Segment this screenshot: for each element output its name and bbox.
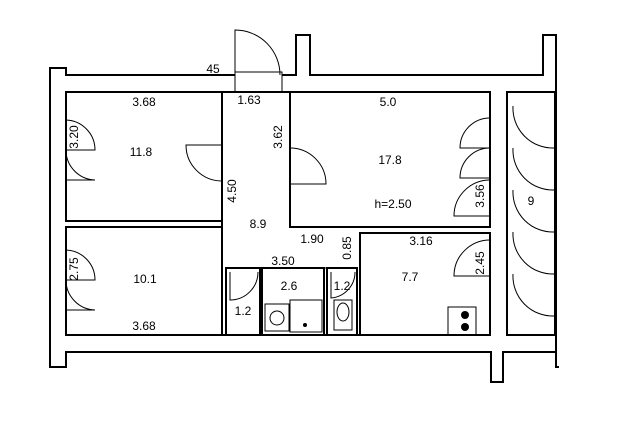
washer-drain: [303, 323, 307, 327]
toilet: [333, 299, 353, 331]
outer-wall-left: [49, 67, 559, 383]
label-room-a-area: 11.8: [130, 145, 153, 159]
wc-left: [225, 267, 261, 336]
toilet-bowl: [336, 302, 350, 322]
washer: [289, 299, 323, 333]
balcony-windows: [512, 105, 556, 317]
outer-wall-top-right: [282, 34, 557, 90]
entrance-door-frame: [234, 71, 283, 93]
window-room-c: [459, 117, 491, 179]
label-room-a-depth: 3.20: [67, 125, 81, 149]
label-kitchen-width: 3.16: [409, 234, 433, 248]
label-ceiling: h=2.50: [374, 197, 411, 211]
bathtub-sink: [264, 303, 290, 332]
label-wc-left-area: 1.2: [235, 304, 252, 318]
window-room-a: [65, 119, 96, 181]
label-bath-area: 2.6: [281, 279, 298, 293]
label-bath-width: 3.50: [271, 254, 295, 268]
label-room-a-width: 3.68: [132, 95, 156, 109]
label-corridor-depth: 4.50: [225, 179, 239, 203]
stove: [447, 306, 477, 336]
label-kitchen-depth: 2.45: [473, 251, 487, 275]
balcony: [506, 91, 556, 336]
label-hall-width: 1.90: [300, 232, 324, 246]
label-hall-depth: 0.85: [340, 236, 354, 260]
kitchen: [359, 232, 491, 336]
label-room-b-depth: 2.75: [67, 257, 81, 281]
sink-basin: [269, 310, 285, 326]
door-kitchen-balcony: [453, 239, 491, 277]
label-room-c-width: 5.0: [380, 95, 397, 109]
door-wc-left: [229, 271, 259, 301]
entrance-door-swing: [234, 29, 281, 76]
label-balcony-area: 9: [528, 194, 535, 208]
label-wc-right-area: 1.2: [334, 279, 351, 293]
label-kitchen-area: 7.7: [402, 270, 419, 284]
label-corridor-width: 1.63: [237, 93, 261, 107]
label-room-c-area: 17.8: [378, 153, 402, 167]
door-room-c-balcony: [453, 179, 491, 217]
label-total: 45: [206, 62, 220, 76]
door-wc-right: [330, 271, 356, 299]
stove-burner-2: [461, 323, 469, 331]
label-corridor-area: 8.9: [250, 217, 267, 231]
label-room-b-area: 10.1: [133, 272, 157, 286]
label-room-c-depth: 3.56: [473, 184, 487, 208]
door-room-a: [185, 144, 223, 182]
stove-burner-1: [461, 311, 469, 319]
label-room-b-width: 3.68: [132, 319, 156, 333]
label-corridor-len: 3.62: [271, 125, 285, 149]
window-room-b: [65, 249, 96, 311]
door-room-c: [289, 147, 327, 185]
